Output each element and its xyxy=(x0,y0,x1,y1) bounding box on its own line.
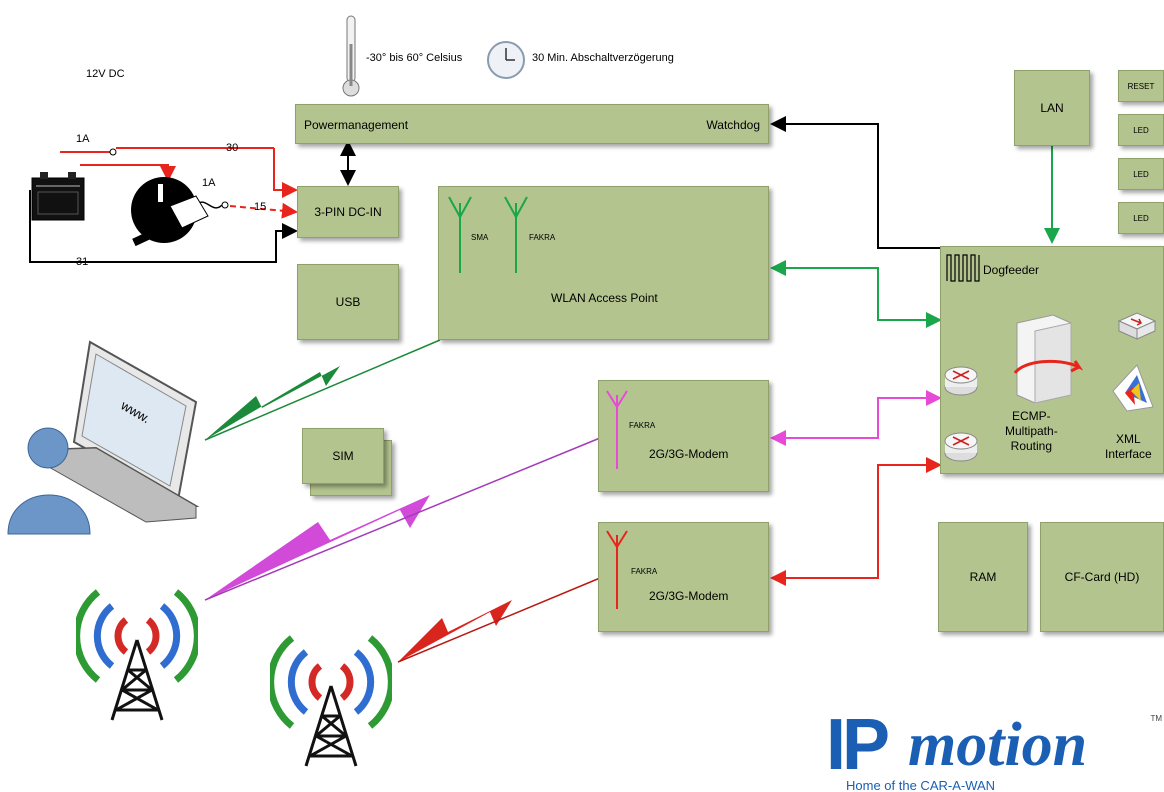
wlan-access-point-block: SMA FAKRA WLAN Access Point xyxy=(438,186,769,340)
led-2: LED xyxy=(1118,158,1164,190)
usb-label: USB xyxy=(335,295,361,309)
modem-2-antenna-label: FAKRA xyxy=(631,567,658,576)
cf-card-block: CF-Card (HD) xyxy=(1040,522,1164,632)
wire-15-label: 15 xyxy=(254,201,267,213)
wlan-label: WLAN Access Point xyxy=(551,291,658,305)
wlan-link xyxy=(770,260,942,328)
cf-card-label: CF-Card (HD) xyxy=(1064,570,1140,584)
ram-label: RAM xyxy=(969,570,997,584)
usb-block: USB xyxy=(297,264,399,340)
lan-label: LAN xyxy=(1040,101,1064,115)
cell-tower-icon-2 xyxy=(270,635,392,767)
cell-tower-icon-1 xyxy=(76,589,198,721)
lan-block: LAN xyxy=(1014,70,1090,146)
led-1: LED xyxy=(1118,114,1164,146)
ecmp-label: ECMP- Multipath- Routing xyxy=(1005,409,1058,453)
modem-1-block: FAKRA 2G/3G-Modem xyxy=(598,380,769,492)
dogfeeder-icon xyxy=(946,254,980,282)
dogfeeder-label: Dogfeeder xyxy=(983,263,1040,277)
ipmotion-logo: IP motion TM Home of the CAR-A-WAN xyxy=(826,705,1164,792)
watchdog-label: Watchdog xyxy=(706,118,760,132)
wlan-radio-link xyxy=(204,339,441,441)
supply-voltage-label: 12V DC xyxy=(86,68,125,80)
led-2-label: LED xyxy=(1133,169,1149,179)
thermometer-icon xyxy=(342,15,360,97)
led-3: LED xyxy=(1118,202,1164,234)
modem-1-label: 2G/3G-Modem xyxy=(649,447,729,461)
sim-label: SIM xyxy=(332,449,354,463)
modem-2-antenna-icon xyxy=(606,530,628,609)
sma-label: SMA xyxy=(471,233,489,242)
core-routing-block: Dogfeeder xyxy=(940,246,1164,474)
router-icon-top xyxy=(944,366,978,396)
battery-icon xyxy=(31,172,85,221)
switch-icon xyxy=(1117,312,1157,340)
modem-2-block: FAKRA 2G/3G-Modem xyxy=(598,522,769,632)
modem-2-radio-link xyxy=(397,577,601,663)
laptop-user-icon: www. xyxy=(7,340,200,535)
ram-block: RAM xyxy=(938,522,1028,632)
logo-motion: motion xyxy=(908,711,1088,779)
reset-button: RESET xyxy=(1118,70,1164,102)
ignition-key-icon xyxy=(131,177,209,247)
dc-in-label: 3-PIN DC-IN xyxy=(314,205,382,219)
wire-30-label: 30 xyxy=(226,142,239,154)
wire-31 xyxy=(29,190,298,263)
fakra-label: FAKRA xyxy=(529,233,556,242)
server-tower-icon xyxy=(1013,314,1083,403)
modem-1-link xyxy=(770,390,942,446)
led-1-label: LED xyxy=(1133,125,1149,135)
modem-2-link xyxy=(770,457,942,586)
router-icon-bottom xyxy=(944,432,978,462)
logo-tagline: Home of the CAR-A-WAN xyxy=(846,778,996,792)
logo-ip: IP xyxy=(826,705,890,785)
wire-15 xyxy=(195,201,298,219)
modem-1-antenna-label: FAKRA xyxy=(629,421,656,430)
fuse-1-label: 1A xyxy=(76,133,90,145)
fuse-2-label: 1A xyxy=(202,177,216,189)
fakra-antenna-icon xyxy=(504,196,528,273)
wire-30 xyxy=(60,147,298,198)
xml-interface-label: XML Interface xyxy=(1105,432,1152,461)
powermanagement-label: Powermanagement xyxy=(304,118,409,132)
wire-31-label: 31 xyxy=(76,256,89,268)
dc-in-block: 3-PIN DC-IN xyxy=(297,186,399,238)
logo-tm: TM xyxy=(1150,714,1162,723)
led-3-label: LED xyxy=(1133,213,1149,223)
powermanagement-block: Powermanagement Watchdog xyxy=(295,104,769,144)
xml-interface-icon xyxy=(1112,364,1154,412)
clock-icon xyxy=(487,41,525,79)
temperature-range-label: -30° bis 60° Celsius xyxy=(366,52,463,64)
shutdown-delay-label: 30 Min. Abschaltverzögerung xyxy=(532,52,674,64)
modem-2-label: 2G/3G-Modem xyxy=(649,589,729,603)
sma-antenna-icon xyxy=(448,196,472,273)
sim-block: SIM xyxy=(302,428,384,484)
reset-label: RESET xyxy=(1127,81,1155,91)
modem-1-antenna-icon xyxy=(606,390,628,469)
modem-1-radio-link xyxy=(204,437,601,601)
wire-to-ignition xyxy=(80,164,176,182)
watchdog-link xyxy=(770,116,942,249)
